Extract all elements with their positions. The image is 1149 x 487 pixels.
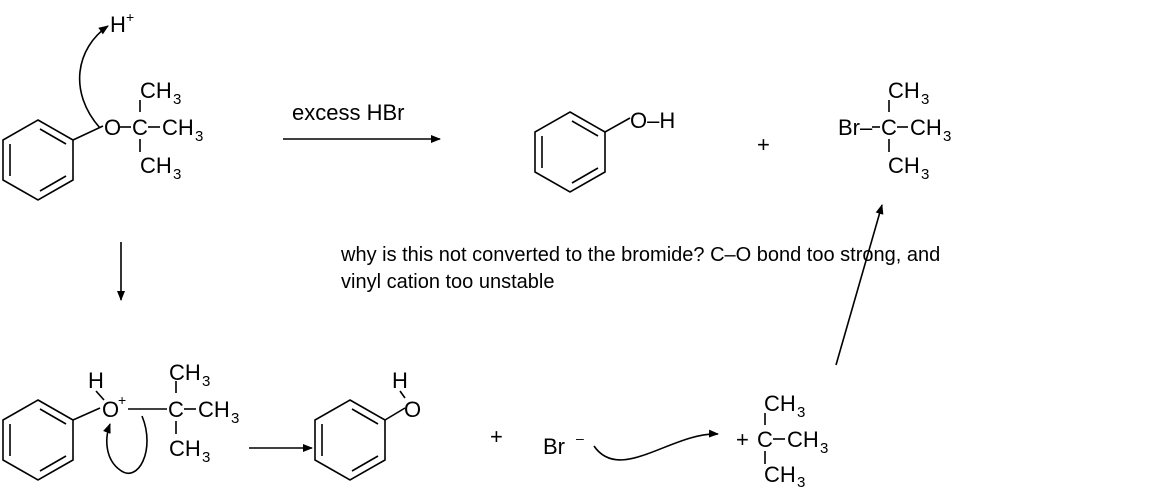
oxonium-oxygen: O [102, 397, 119, 422]
svg-text:3: 3 [921, 166, 929, 183]
phenol-hydroxyl: O–H [630, 108, 675, 133]
oxonium-charge: + [118, 392, 126, 408]
svg-text:3: 3 [943, 128, 951, 145]
question-line-2: vinyl cation too unstable [341, 271, 554, 293]
svg-text:–: – [576, 430, 584, 446]
oxonium-carbon: C [168, 397, 184, 422]
svg-text:3: 3 [797, 404, 805, 421]
svg-text:CH: CH [910, 115, 942, 140]
benzene-ring-oxonium [2, 399, 74, 481]
benzene-ring-ether [2, 119, 74, 201]
svg-text:3: 3 [202, 449, 210, 466]
svg-text:CH: CH [162, 115, 194, 140]
svg-text:3: 3 [173, 91, 181, 108]
question-line-1: why is this not converted to the bromide… [340, 244, 940, 266]
benzene-ring-phenol-2 [314, 399, 386, 481]
quaternary-carbon: C [132, 115, 148, 140]
bromide-carbon: C [881, 115, 897, 140]
svg-text:CH: CH [140, 78, 172, 103]
ring-oxygen-bond [72, 125, 104, 141]
svg-text:CH: CH [787, 427, 819, 452]
curved-arrow-nucleophile [593, 429, 719, 461]
svg-text:3: 3 [195, 128, 203, 145]
svg-text:H: H [110, 12, 126, 37]
ether-oxygen: O [104, 115, 121, 140]
plus-sign-top: + [757, 132, 770, 157]
carbocation-charge: + [736, 427, 749, 452]
svg-text:CH: CH [888, 78, 920, 103]
svg-text:CH: CH [888, 153, 920, 178]
svg-text:CH: CH [140, 153, 172, 178]
svg-text:CH: CH [764, 391, 796, 416]
bromine-atom: Br– [838, 115, 873, 140]
svg-text:3: 3 [231, 410, 239, 427]
benzene-ring-phenol [534, 111, 606, 193]
phenol-oxygen: O [404, 397, 421, 422]
arrow-to-bromide [835, 204, 884, 366]
bromide-ion: Br – [543, 430, 584, 459]
svg-text:CH: CH [198, 397, 230, 422]
svg-text:3: 3 [921, 91, 929, 108]
svg-text:Br: Br [543, 434, 565, 459]
svg-text:3: 3 [202, 373, 210, 390]
plus-sign-bottom-1: + [490, 424, 503, 449]
svg-text:3: 3 [820, 440, 828, 457]
proton-label: H + [110, 9, 134, 37]
phenol-hydrogen: H [392, 368, 408, 393]
svg-text:CH: CH [169, 436, 201, 461]
svg-text:CH: CH [169, 360, 201, 385]
svg-text:3: 3 [173, 166, 181, 183]
oxonium-hydrogen: H [88, 368, 104, 393]
curved-arrow-cleavage [103, 415, 148, 474]
svg-text:3: 3 [797, 474, 805, 487]
svg-text:CH: CH [764, 462, 796, 487]
curved-arrow-protonation [78, 25, 109, 129]
carbocation-carbon: C [757, 427, 773, 452]
svg-text:+: + [126, 9, 134, 25]
reagent-label: excess HBr [292, 100, 404, 125]
